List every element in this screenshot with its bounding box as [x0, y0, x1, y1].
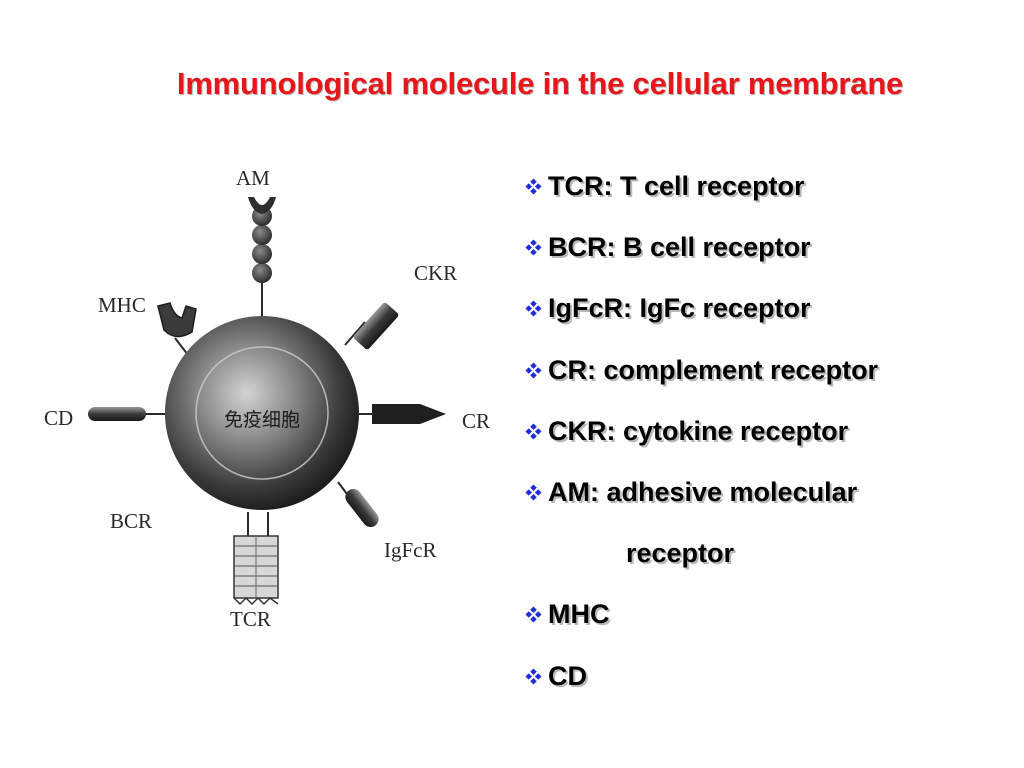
definition-text: CKR: cytokine receptor	[548, 415, 849, 446]
label-bcr: BCR	[110, 509, 152, 533]
four-diamond-bullet-icon	[524, 299, 543, 318]
definition-item: TCR: T cell receptor	[522, 166, 1017, 227]
definition-item: CKR: cytokine receptor	[522, 411, 1017, 472]
definition-item: AM: adhesive molecular	[522, 472, 1017, 533]
label-igfcr: IgFcR	[384, 538, 437, 562]
cell-membrane-diagram: 免疫细胞 AM CKR MHC CD CR BCR IgFcR TCR	[44, 166, 490, 631]
am-molecule	[248, 197, 276, 318]
definition-continuation: receptor	[522, 533, 1017, 594]
definition-item: MHC	[522, 594, 1017, 655]
definition-text: TCR: T cell receptor	[548, 171, 805, 201]
mhc-molecule	[157, 302, 197, 356]
tcr-molecule	[233, 512, 279, 606]
label-mhc: MHC	[98, 293, 146, 317]
slide-title: Immunological molecule in the cellular m…	[176, 66, 904, 101]
definition-item: BCR: B cell receptor	[522, 227, 1017, 288]
four-diamond-bullet-icon	[524, 422, 543, 441]
label-tcr: TCR	[230, 607, 271, 631]
label-am: AM	[236, 166, 270, 190]
four-diamond-bullet-icon	[524, 238, 543, 257]
igfcr-molecule	[337, 481, 379, 528]
definition-text: CD	[548, 660, 587, 691]
four-diamond-bullet-icon	[524, 483, 543, 502]
immune-cell: 免疫细胞	[165, 316, 359, 510]
ckr-molecule	[344, 302, 399, 350]
label-cr: CR	[462, 409, 490, 433]
definition-item: CR: complement receptor	[522, 350, 1017, 411]
definition-text: BCR: B cell receptor	[548, 232, 811, 263]
definition-text: receptor	[626, 538, 735, 569]
definition-text: IgFcR: IgFc receptor	[548, 293, 811, 324]
cr-molecule	[352, 404, 446, 424]
definition-text: MHC	[548, 599, 610, 630]
four-diamond-bullet-icon	[524, 666, 543, 686]
definition-item: CD	[522, 656, 1017, 717]
four-diamond-bullet-icon	[524, 177, 543, 196]
four-diamond-bullet-icon	[524, 360, 543, 380]
label-cd: CD	[44, 406, 73, 430]
cell-label: 免疫细胞	[224, 409, 300, 431]
four-diamond-bullet-icon	[524, 605, 543, 624]
definition-text: CR: complement receptor	[548, 354, 879, 385]
definition-text: AM: adhesive molecular	[548, 476, 858, 507]
label-ckr: CKR	[414, 261, 457, 285]
cd-molecule	[88, 407, 170, 421]
definition-item: IgFcR: IgFc receptor	[522, 288, 1017, 349]
definition-list: TCR: T cell receptor BCR: B cell recepto…	[522, 166, 1017, 717]
